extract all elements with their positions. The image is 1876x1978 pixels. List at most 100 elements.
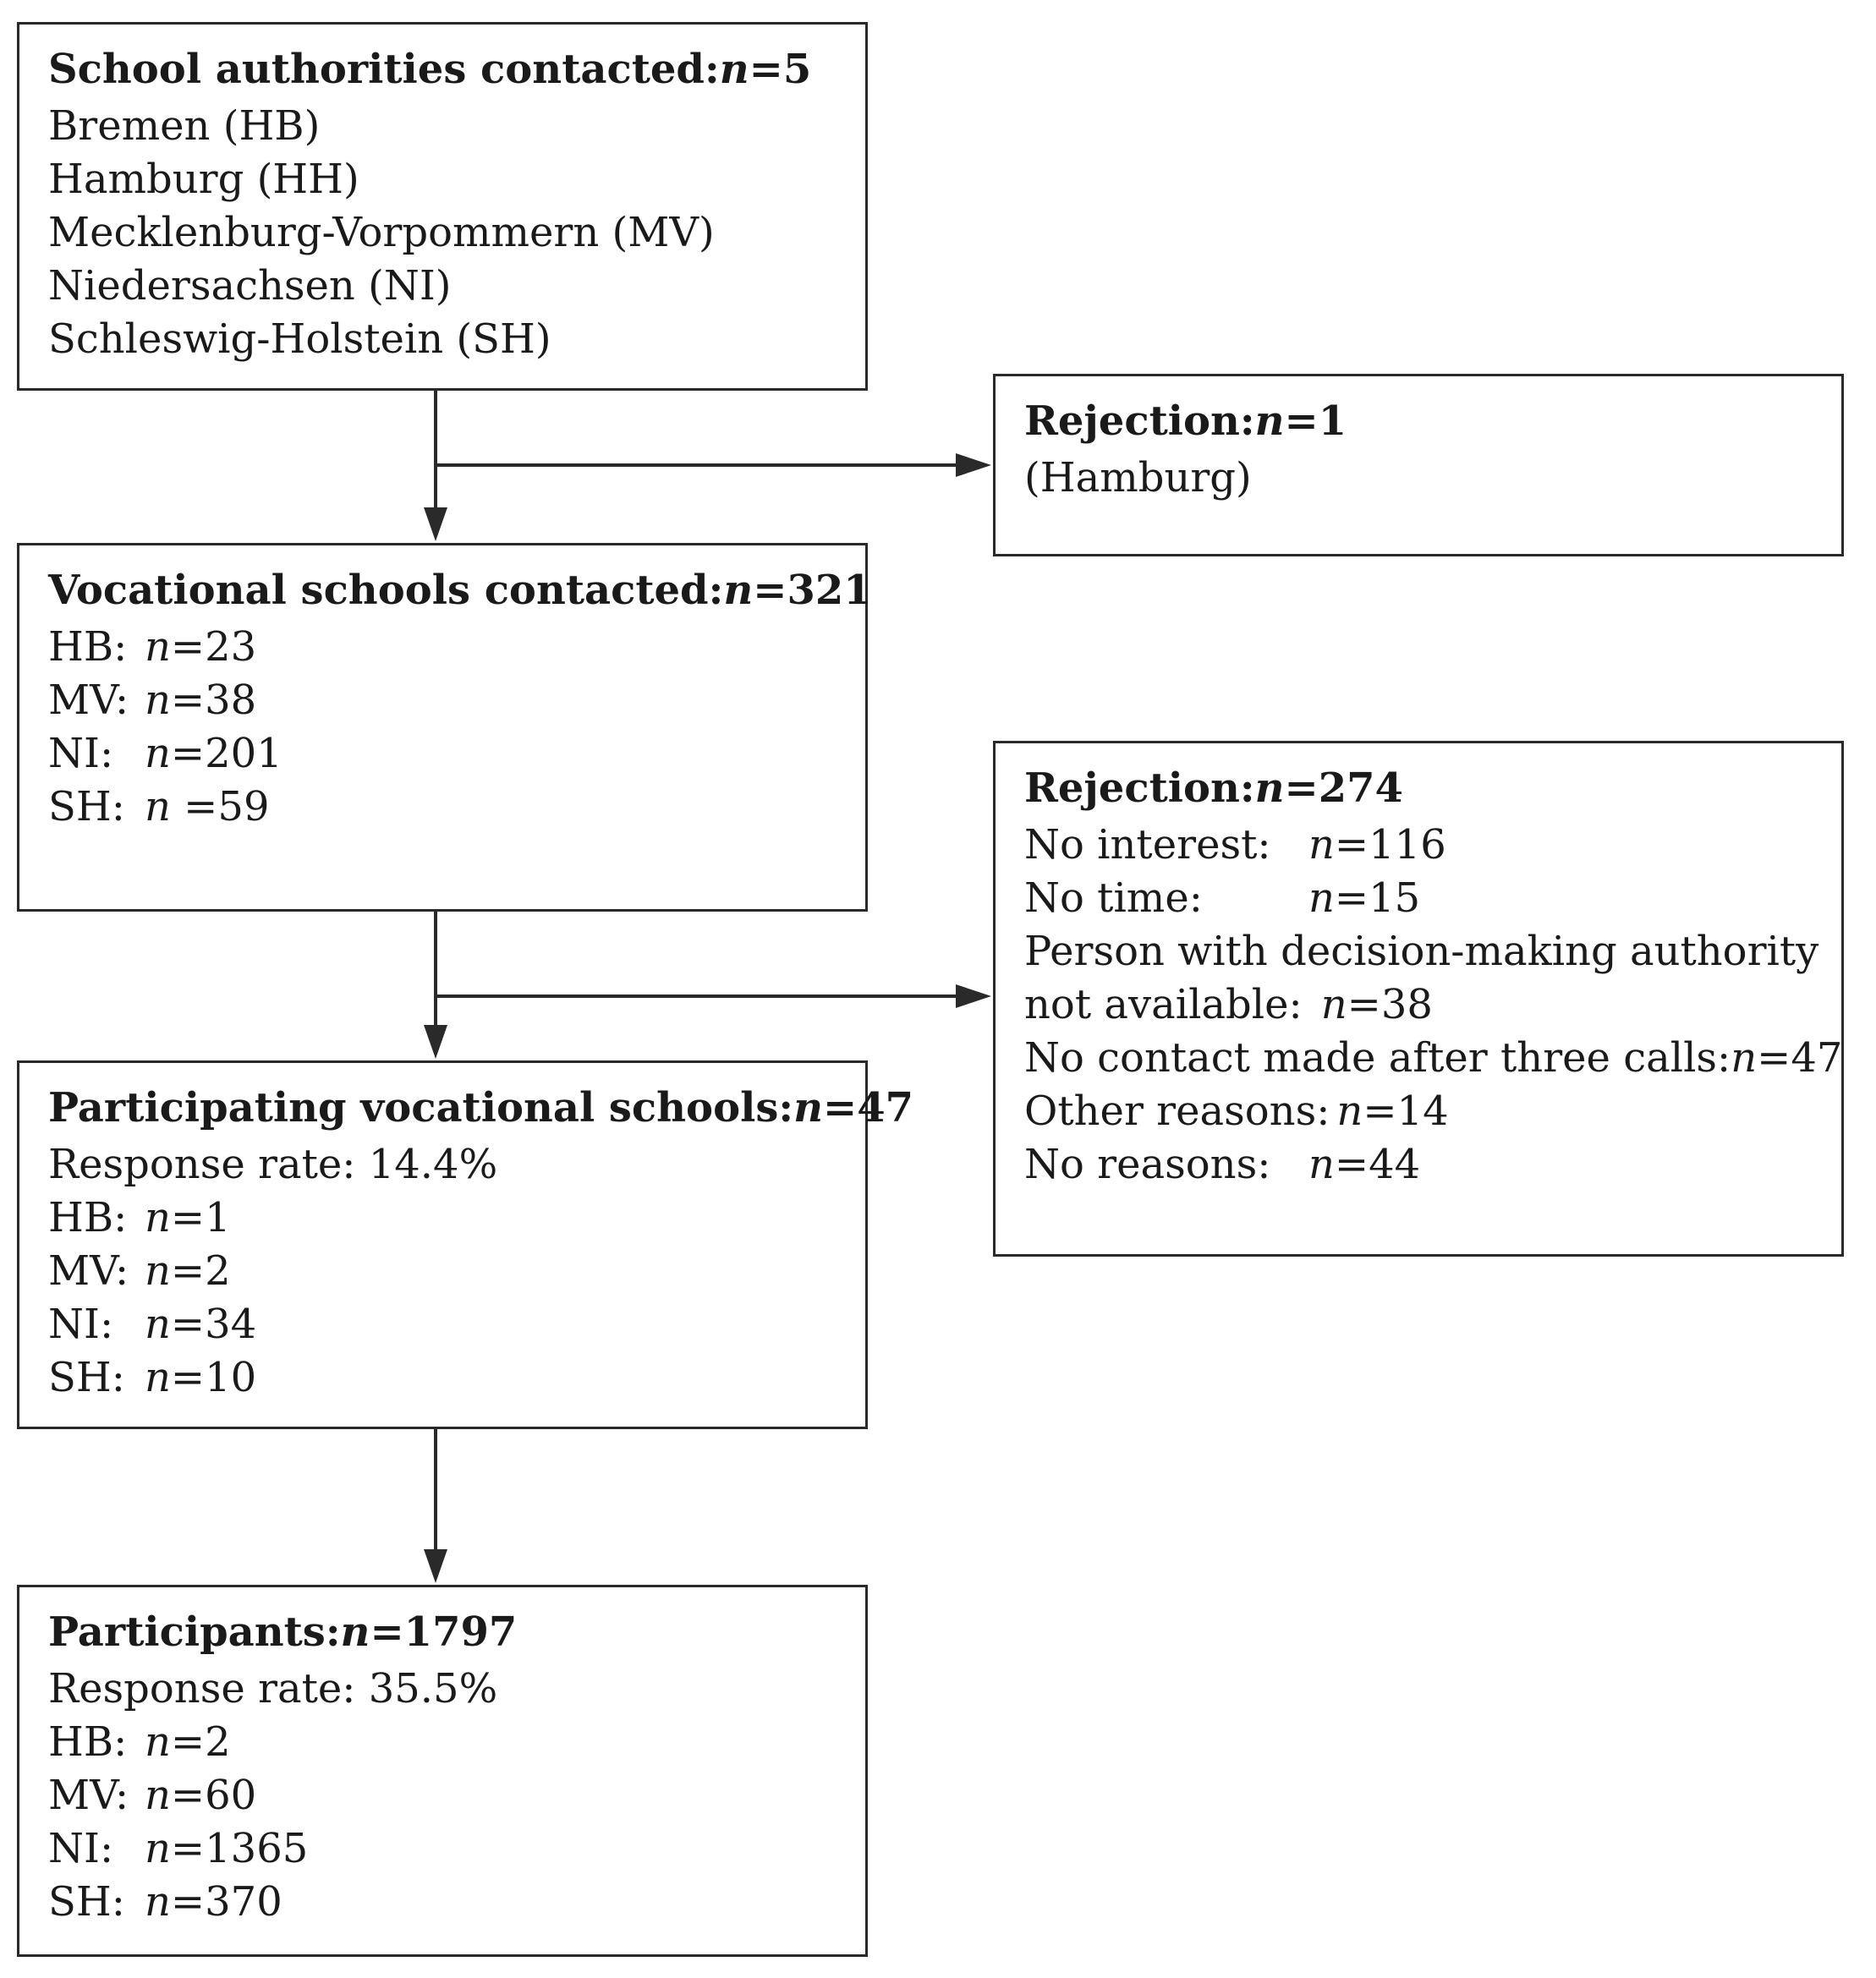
participating-title-text: Participating vocational schools: [48, 1084, 794, 1131]
n-symbol: n [145, 783, 171, 830]
n-symbol: n [1308, 1141, 1335, 1188]
arrow-to-rejection2 [436, 984, 991, 1008]
state-count-row: NI:n=201 [48, 727, 865, 781]
reason-label: No interest: [1024, 821, 1271, 868]
reason-label: No reasons: [1024, 1141, 1271, 1188]
reason-count: =116 [1334, 821, 1446, 868]
reason-count: =38 [1347, 981, 1433, 1028]
authorities-count: =5 [749, 46, 812, 93]
authority-item: Hamburg (HH) [48, 156, 359, 203]
n-symbol: n [1731, 1034, 1758, 1082]
n-symbol: n [719, 46, 749, 93]
vocational-title-text: Vocational schools contacted: [48, 567, 724, 614]
state-count-row: MV:n=2 [48, 1245, 865, 1298]
state-count: =370 [170, 1878, 282, 1926]
rejection1-title: Rejection: n=1 [1024, 395, 1841, 448]
rejection-schools-box: Rejection: n=274 No interest:n=116 No ti… [993, 741, 1844, 1257]
participating-title: Participating vocational schools: n=47 [48, 1082, 913, 1135]
rejection-reason-row: not available: n=38 [1024, 978, 1841, 1032]
state-count: =60 [170, 1772, 257, 1819]
state-count: =1365 [170, 1825, 309, 1872]
rejection2-title-text: Rejection: [1024, 764, 1255, 812]
state-label: SH: [48, 783, 125, 830]
authority-item: Schleswig-Holstein (SH) [48, 315, 551, 363]
state-count-row: MV: n=60 [48, 1769, 865, 1822]
state-label: MV: [48, 1772, 129, 1819]
n-symbol: n [145, 1354, 171, 1401]
state-count: =10 [170, 1354, 257, 1401]
state-label: HB: [48, 1194, 128, 1241]
state-count: =34 [170, 1301, 257, 1348]
state-count: =59 [170, 783, 270, 830]
n-symbol: n [145, 1247, 171, 1295]
state-count-row: HB:n=2 [48, 1716, 865, 1769]
state-count-row: HB: n=1 [48, 1192, 865, 1245]
reason-count: =47 [1757, 1034, 1843, 1082]
participants-count: =1797 [370, 1608, 518, 1656]
participants-box: Participants: n=1797 Response rate: 35.5… [17, 1585, 868, 1957]
n-symbol: n [145, 1825, 171, 1872]
participating-count: =47 [822, 1084, 913, 1131]
state-label: NI: [48, 730, 114, 777]
response-rate: Response rate: 35.5% [48, 1665, 498, 1712]
state-count-row: MV: n=38 [48, 674, 865, 727]
rejection-reason-row: No reasons: n=44 [1024, 1138, 1841, 1192]
state-count-row: NI: n=1365 [48, 1822, 865, 1876]
rejection-reason-row: No interest: n=116 [1024, 819, 1841, 872]
reason-count: =14 [1363, 1088, 1449, 1135]
school-authorities-box: School authorities contacted: n=5 Bremen… [17, 22, 868, 391]
arrow-participating-to-participants [424, 1429, 447, 1583]
vocational-title: Vocational schools contacted: n=321 [48, 564, 872, 617]
n-symbol: n [145, 623, 171, 671]
rejection1-title-text: Rejection: [1024, 397, 1255, 445]
participants-title-text: Participants: [48, 1608, 341, 1656]
authority-item: Niedersachsen (NI) [48, 262, 452, 310]
state-label: SH: [48, 1878, 125, 1926]
state-count: =1 [170, 1194, 231, 1241]
n-symbol: n [1254, 764, 1285, 812]
n-symbol: n [145, 730, 171, 777]
state-count-row: NI:n=34 [48, 1298, 865, 1351]
n-symbol: n [1320, 981, 1347, 1028]
vocational-schools-contacted-box: Vocational schools contacted: n=321 HB:n… [17, 543, 872, 912]
n-symbol: n [793, 1084, 823, 1131]
state-label: MV: [48, 677, 129, 724]
state-label: HB: [48, 1718, 128, 1766]
vocational-count: =321 [753, 567, 872, 614]
reason-label: No time: [1024, 874, 1203, 922]
n-symbol: n [1308, 821, 1335, 868]
rejection1-count: =1 [1284, 397, 1347, 445]
n-symbol: n [145, 1718, 171, 1766]
state-count-row: SH: n =59 [48, 781, 865, 834]
state-label: HB: [48, 623, 128, 671]
arrow-to-rejection1 [436, 453, 991, 477]
reason-label: Other reasons: [1024, 1088, 1330, 1135]
state-label: MV: [48, 1247, 129, 1295]
state-count-row: SH:n=10 [48, 1351, 865, 1405]
n-symbol: n [145, 1301, 171, 1348]
reason-count: =44 [1334, 1141, 1421, 1188]
n-symbol: n [1308, 874, 1335, 922]
n-symbol: n [340, 1608, 370, 1656]
rejection-reason-row: No contact made after three calls:n=47 [1024, 1032, 1843, 1085]
authority-item: Bremen (HB) [48, 102, 321, 150]
rejection-authorities-box: Rejection: n=1 (Hamburg) [993, 374, 1844, 556]
n-symbol: n [1336, 1088, 1363, 1135]
state-count-row: SH: n=370 [48, 1876, 865, 1929]
state-label: NI: [48, 1825, 114, 1872]
n-symbol: n [1254, 397, 1285, 445]
n-symbol: n [145, 1194, 171, 1241]
reason-count: =15 [1334, 874, 1421, 922]
rejection-reason-row: No time: n=15 [1024, 872, 1841, 925]
participating-schools-box: Participating vocational schools: n=47 R… [17, 1060, 913, 1429]
state-count: =38 [170, 677, 257, 724]
n-symbol: n [145, 1878, 171, 1926]
n-symbol: n [145, 677, 171, 724]
n-symbol: n [145, 1772, 171, 1819]
authorities-title-text: School authorities contacted: [48, 46, 720, 93]
rejection-reason-row: Person with decision-making authority [1024, 928, 1819, 975]
rejection1-note: (Hamburg) [1024, 454, 1252, 501]
arrow-authorities-to-vocational [424, 391, 447, 541]
reason-label: not available: [1024, 981, 1303, 1028]
